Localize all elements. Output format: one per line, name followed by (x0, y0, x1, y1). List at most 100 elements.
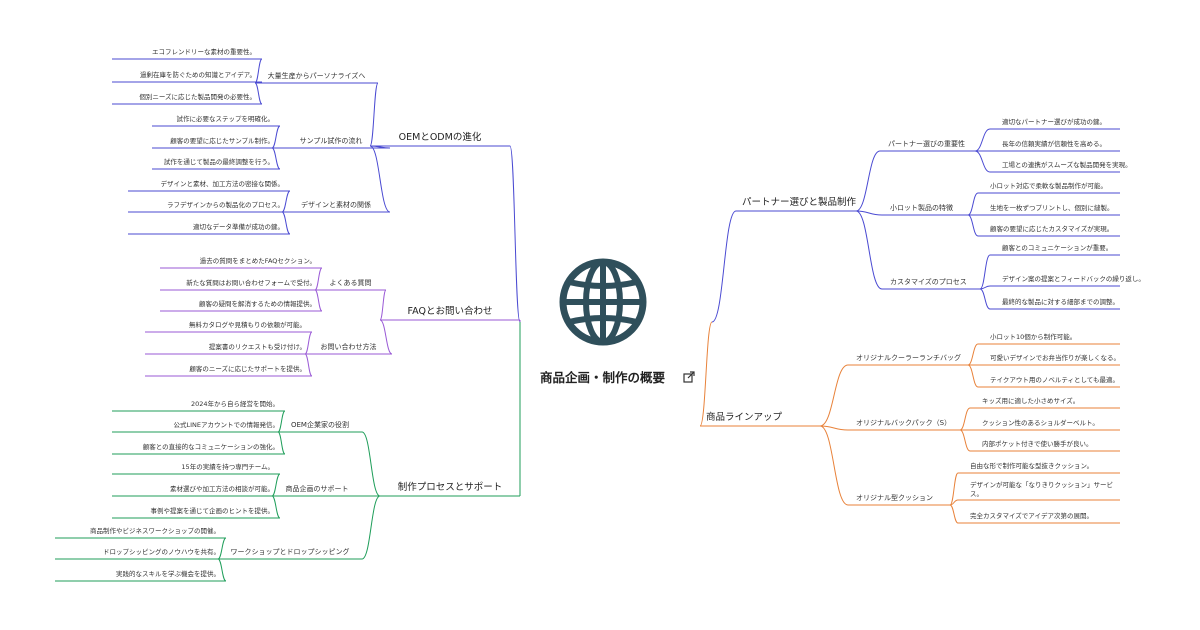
sub-topic-label: ワークショップとドロップシッピング (231, 547, 350, 556)
leaf-connector (967, 214, 979, 237)
leaf-label: 提案書のリクエストも受け付け。 (209, 342, 306, 351)
leaf-label: 可愛いデザインでお弁当作りが楽しくなる。 (990, 353, 1120, 362)
leaf-label: エコフレンドリーな素材の重要性。 (152, 47, 256, 56)
leaf-label: 顧客のニーズに応じたサポートを提供。 (189, 364, 306, 373)
leaf-label: 自由な形で制作可能な型抜きクッション。 (970, 461, 1093, 470)
leaf-label: 完全カスタマイズでアイデア次第の展開。 (970, 511, 1093, 520)
sub-connector (855, 210, 883, 290)
leaf-label: 事例や提案を通じて企画のヒントを提供。 (151, 506, 275, 515)
leaf-label: 生地を一枚ずつプリントし、個別に縫製。 (990, 203, 1114, 212)
sub-topic-label: OEM企業家の役割 (291, 420, 349, 429)
leaf-label: 公式LINEアカウントでの情報発信。 (173, 420, 279, 429)
leaf-connector (314, 289, 323, 312)
leaf-label: 新たな質問はお問い合わせフォームで受付。 (186, 278, 316, 287)
branch-connector (711, 210, 737, 323)
sub-connector (361, 431, 381, 497)
leaf-connector (271, 473, 281, 497)
leaf-label: ドロップシッピングのノウハウを共有。 (103, 547, 220, 556)
leaf-connector (254, 82, 263, 105)
leaf-label: 過剰在庫を防ぐための知識とアイデア。 (140, 70, 256, 79)
leaf-connector (271, 147, 281, 170)
sub-topic-label: オリジナルバックパック（S） (856, 419, 951, 427)
leaf-label: デザイン案の提案とフィードバックの繰り返し。 (1002, 274, 1145, 283)
leaf-label: 長年の信頼実績が信頼性を高める。 (1002, 139, 1106, 148)
branch-connector (509, 145, 521, 323)
leaf-label: ラフデザインからの製品化のプロセス。 (167, 200, 284, 209)
node-labels: OEMとODMの進化大量生産からパーソナライズへエコフレンドリーな素材の重要性。… (90, 47, 1145, 578)
leaf-label: 商品制作やビジネスワークショップの開催。 (90, 526, 220, 535)
external-link-icon[interactable] (683, 371, 695, 383)
leaf-label: 個別ニーズに応じた製品開発の必要性。 (139, 92, 256, 101)
sub-connector (369, 82, 379, 147)
sub-connector (369, 145, 391, 213)
leaf-connector (949, 472, 959, 506)
sub-connector (855, 210, 883, 216)
leaf-label: クッション性のあるショルダーベルト。 (982, 418, 1099, 427)
center-title: 商品企画・制作の概要 (540, 370, 666, 385)
leaf-label: 小ロット10個から制作可能。 (990, 332, 1076, 341)
leaf-connector (967, 192, 979, 216)
leaf-connector (974, 150, 991, 173)
leaf-label: 顧客とのコミュニケーションが重要。 (1002, 243, 1112, 252)
sub-topic-label: カスタマイズのプロセス (890, 277, 967, 286)
sub-connector (379, 289, 387, 321)
globe-icon (559, 258, 647, 346)
leaf-label: 顧客の要望に応じたサンプル制作。 (170, 136, 274, 145)
branch-label: FAQとお問い合わせ (408, 305, 493, 317)
sub-topic-label: よくある質問 (330, 278, 372, 287)
leaf-label: 最終的な製品に対する細部までの調整。 (1002, 297, 1119, 306)
sub-topic-label: 小ロット製品の特徴 (890, 203, 953, 212)
sub-topic-label: 大量生産からパーソナライズへ (268, 71, 366, 80)
sub-topic-label: 商品企画のサポート (286, 484, 349, 493)
leaf-connector (271, 125, 281, 149)
sub-connector (819, 425, 849, 506)
leaf-connector (314, 267, 323, 291)
sub-topic-label: デザインと素材の関係 (301, 200, 371, 209)
leaf-connector (967, 364, 979, 388)
branch-label: 商品ラインアップ (706, 411, 783, 423)
connector-lines (55, 58, 1120, 582)
leaf-label: 適切なパートナー選びが成功の鍵。 (1002, 117, 1106, 126)
leaf-label: デザインと素材、加工方法の密接な関係。 (161, 179, 285, 188)
sub-topic-label: オリジナルクーラーランチバッグ (856, 353, 961, 362)
leaf-label: テイクアウト用のノベルティとしても最適。 (990, 375, 1119, 384)
leaf-connector (217, 558, 227, 582)
sub-topic-label: サンプル試作の流れ (300, 136, 363, 145)
leaf-connector (271, 495, 281, 519)
leaf-connector (277, 410, 286, 433)
leaf-label: 無料カタログや見積もりの依頼が可能。 (189, 320, 306, 329)
leaf-connector (281, 190, 291, 213)
leaf-label: 2024年から自ら経営を開始。 (191, 399, 279, 408)
leaf-label: 顧客との直接的なコミュニケーションの強化。 (143, 442, 279, 451)
leaf-connector (217, 537, 227, 560)
leaf-label: 小ロット対応で柔軟な製品制作が可能。 (990, 181, 1107, 190)
sub-connector (379, 319, 393, 355)
leaf-connector (254, 58, 263, 84)
leaf-label: 試作に必要なステップを明確化。 (177, 114, 275, 123)
leaf-label: 15年の実績を持つ専門チーム。 (181, 462, 274, 471)
leaf-label: 試作を通じて製品の最終調整を行う。 (164, 157, 274, 166)
leaf-label: 内部ポケット付きで使い勝手が良い。 (982, 439, 1093, 448)
branch-label: パートナー選びと製品制作 (742, 196, 857, 208)
sub-topic-label: オリジナル型クッション (856, 493, 933, 502)
leaf-connector (304, 353, 313, 377)
leaf-connector (949, 504, 959, 524)
leaf-connector (974, 128, 991, 152)
leaf-connector (959, 429, 971, 452)
leaf-label: デザインが可能な「なりきりクッション」サービス。 (970, 480, 1113, 498)
sub-connector (819, 364, 849, 427)
leaf-label: 過去の質問をまとめたFAQセクション。 (200, 256, 316, 265)
leaf-connector (979, 254, 991, 290)
sub-connector (361, 495, 381, 560)
leaf-label: 素材選びや加工方法の相談が可能。 (170, 484, 274, 493)
branch-connector (699, 321, 713, 427)
sub-connector (819, 425, 849, 431)
sub-topic-label: お問い合わせ方法 (321, 342, 377, 351)
leaf-connector (959, 407, 971, 431)
leaf-label: 顧客の疑問を解消するための情報提供。 (199, 299, 316, 308)
sub-connector (855, 150, 881, 212)
leaf-label: 顧客の要望に応じたカスタマイズが実現。 (990, 224, 1113, 233)
leaf-label: 実践的なスキルを学ぶ機会を提供。 (116, 569, 220, 578)
branch-label: 制作プロセスとサポート (398, 481, 503, 493)
